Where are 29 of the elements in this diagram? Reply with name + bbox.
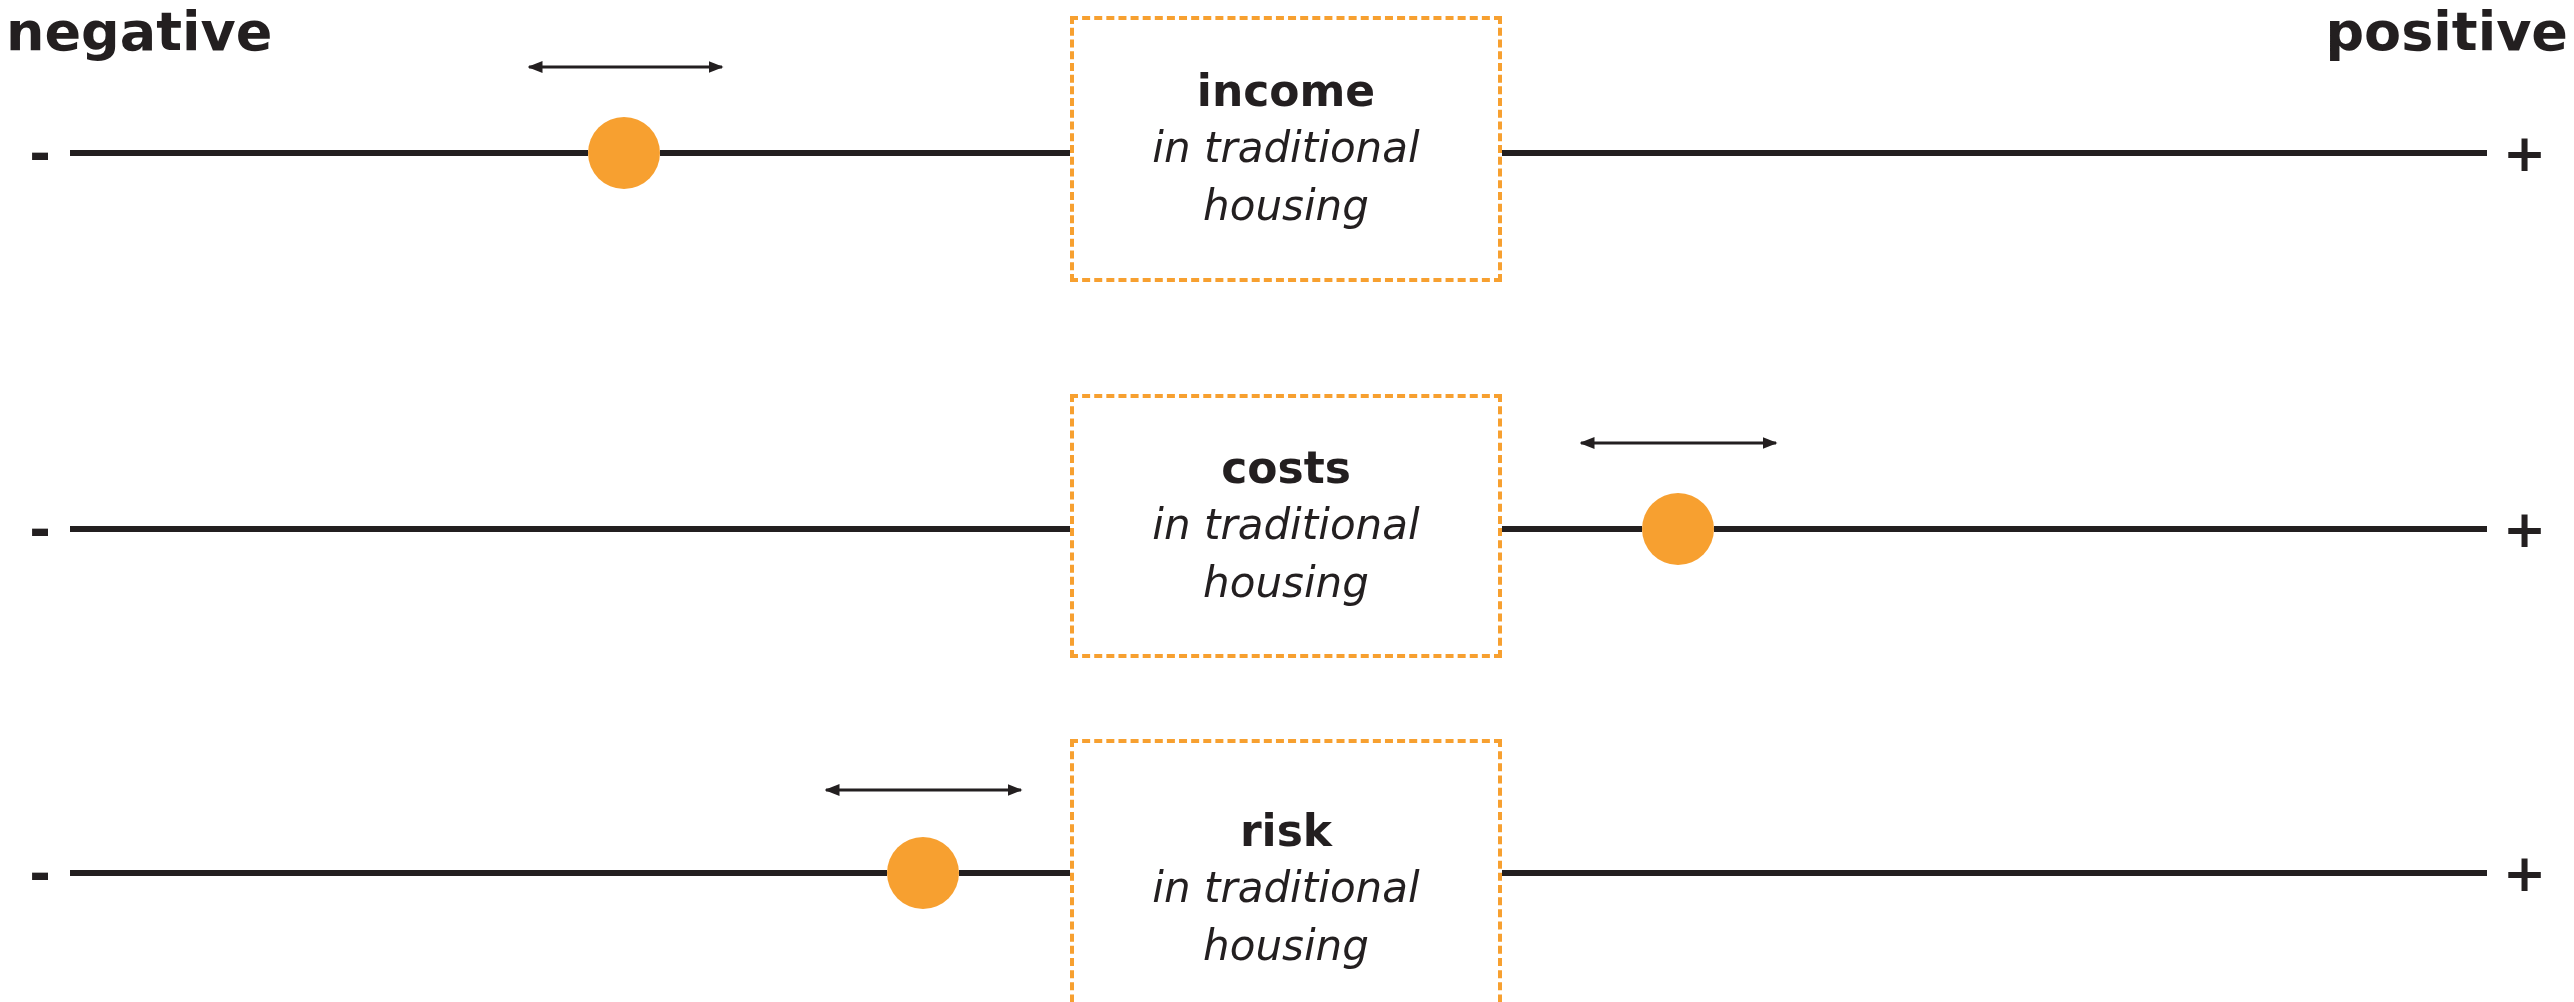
position-dot bbox=[1642, 493, 1714, 565]
dashed-box bbox=[1070, 739, 1502, 1002]
scale-end-sign: - bbox=[10, 499, 70, 559]
box-subtitle: in traditional housing bbox=[1151, 862, 1421, 972]
scale-line bbox=[70, 526, 1070, 532]
box-heading: income bbox=[1196, 64, 1376, 118]
axis-end-label: negative bbox=[6, 0, 273, 64]
box-subtitle: in traditional housing bbox=[1151, 499, 1421, 609]
axis-end-label: positive bbox=[2325, 0, 2568, 64]
scale-line bbox=[1502, 870, 2487, 876]
scale-end-sign: + bbox=[2487, 123, 2562, 183]
scale-end-sign: - bbox=[10, 843, 70, 903]
scale-line bbox=[1502, 150, 2487, 156]
scale-line bbox=[660, 150, 1070, 156]
position-dot bbox=[588, 117, 660, 189]
dashed-box bbox=[1070, 394, 1502, 658]
position-dot bbox=[887, 837, 959, 909]
box-subtitle: in traditional housing bbox=[1151, 122, 1421, 232]
scale-line bbox=[70, 150, 588, 156]
scale-end-sign: + bbox=[2487, 843, 2562, 903]
box-heading: risk bbox=[1239, 804, 1333, 858]
scale-end-sign: - bbox=[10, 123, 70, 183]
box-heading: costs bbox=[1221, 441, 1351, 495]
scale-line bbox=[1502, 526, 1642, 532]
scale-line bbox=[1714, 526, 2487, 532]
dashed-box bbox=[1070, 16, 1502, 282]
scale-line bbox=[959, 870, 1070, 876]
scale-end-sign: + bbox=[2487, 499, 2562, 559]
scale-line bbox=[70, 870, 887, 876]
